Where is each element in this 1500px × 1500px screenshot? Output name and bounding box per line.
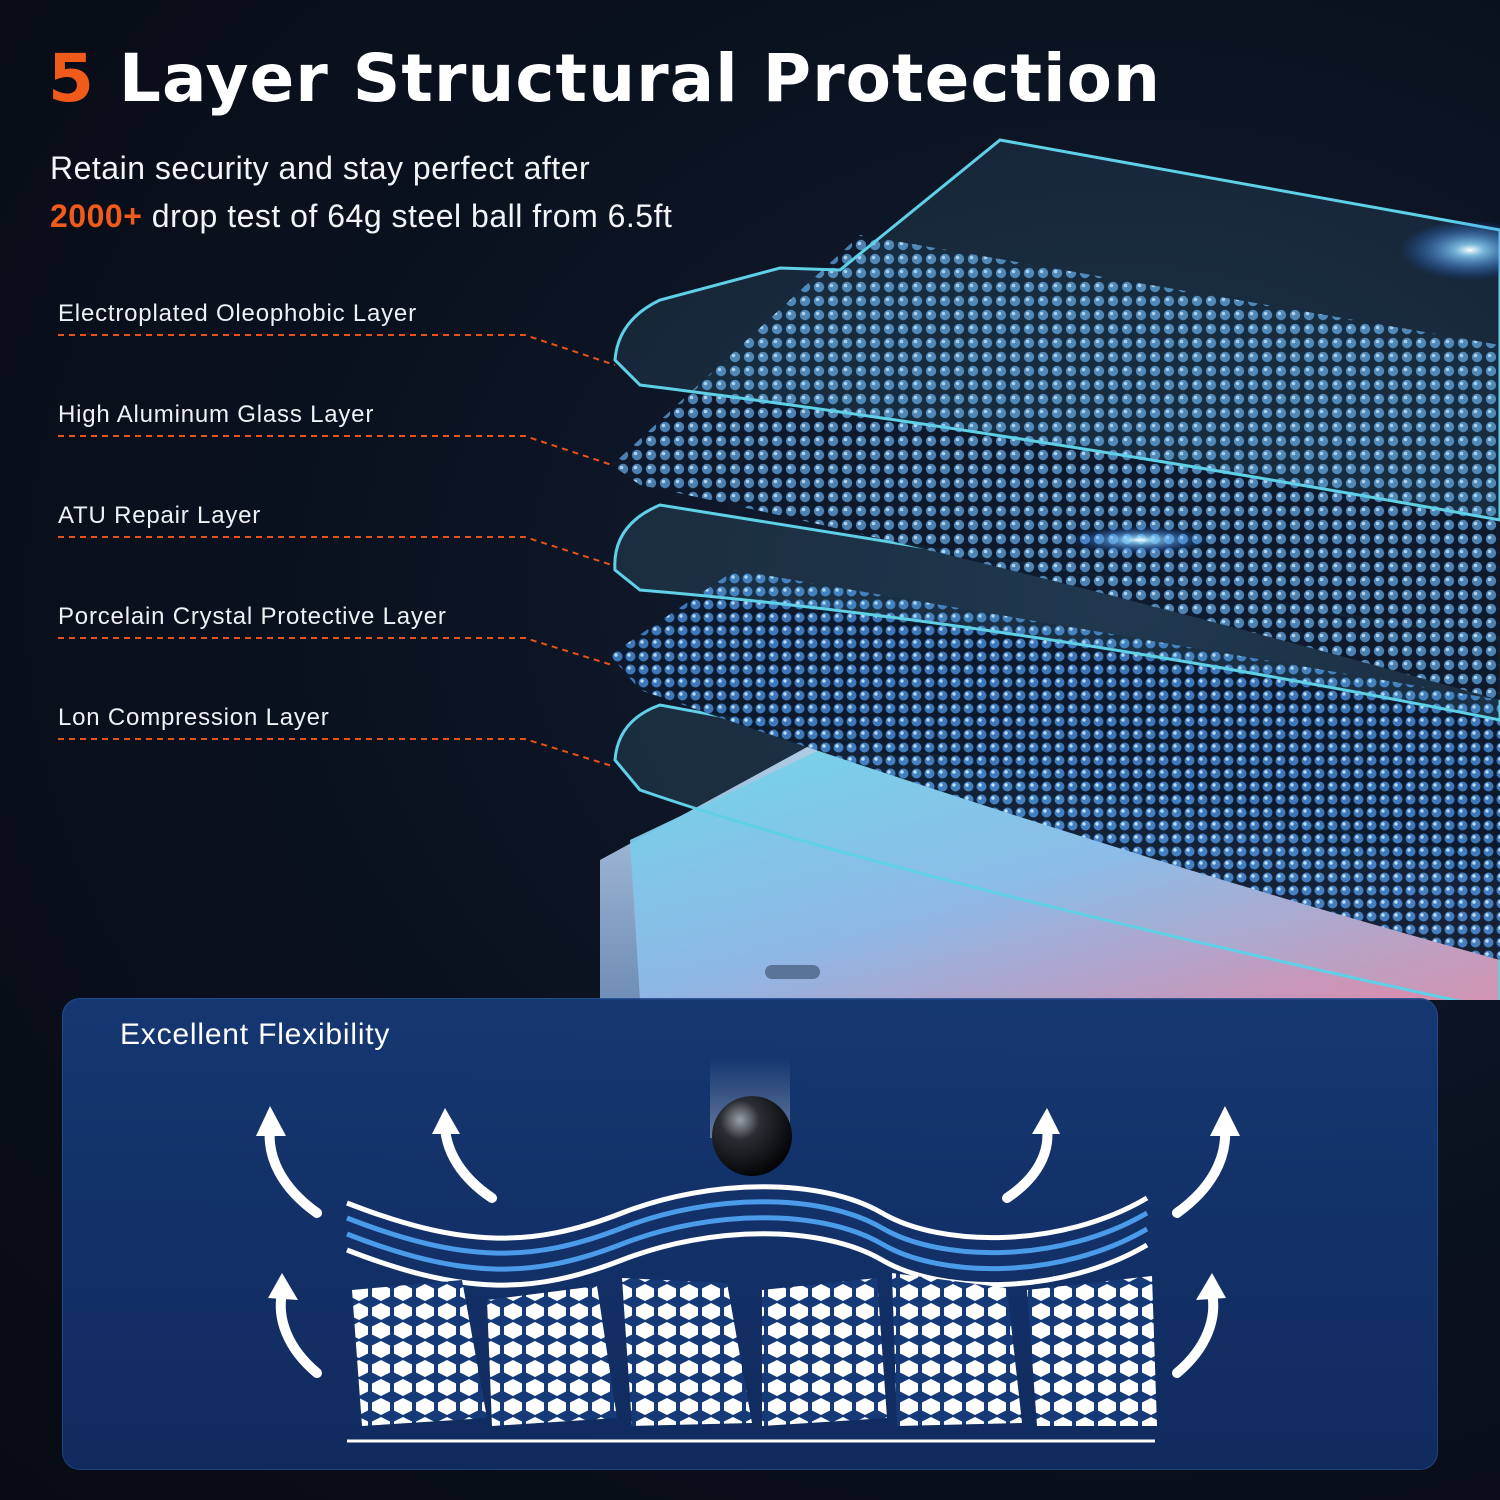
- layer-label-aluminum-glass: High Aluminum Glass Layer: [58, 401, 375, 428]
- panel-title: Excellent Flexibility: [120, 1018, 391, 1051]
- arrow-up-right-small-icon: [1002, 1123, 1053, 1203]
- leader-lines: [58, 334, 616, 767]
- flexibility-panel: Excellent Flexibility: [62, 998, 1438, 1470]
- arrow-up-left-small-icon: [440, 1123, 497, 1203]
- flex-waves: [346, 1184, 1149, 1288]
- subtitle-line-2: 2000+ drop test of 64g steel ball from 6…: [50, 198, 672, 235]
- arrow-left-bottom-icon: [275, 1288, 322, 1378]
- arrow-right-bottom-icon: [1172, 1288, 1219, 1378]
- layer-label-atu-repair: ATU Repair Layer: [58, 502, 262, 529]
- layer-stack-illustration: [58, 138, 1500, 1000]
- hexagon-blocks: [352, 1273, 1157, 1426]
- steel-ball-icon: [712, 1096, 792, 1176]
- layer-label-lon-compression: Lon Compression Layer: [58, 704, 330, 731]
- layer-label-porcelain-crystal: Porcelain Crystal Protective Layer: [58, 603, 447, 630]
- drop-count: 2000+: [50, 198, 143, 234]
- arrow-up-right-icon: [1172, 1123, 1231, 1218]
- page-title: 5 Layer Structural Protection: [48, 46, 1161, 112]
- phone-body: [600, 740, 1500, 1000]
- title-text: Layer Structural Protection: [118, 40, 1161, 117]
- flexibility-illustration: [256, 1058, 1240, 1443]
- arrows: [264, 1123, 1231, 1378]
- subtitle-line-1: Retain security and stay perfect after: [50, 150, 591, 186]
- subtitle-line-2-text: drop test of 64g steel ball from 6.5ft: [151, 198, 673, 234]
- layer-count: 5: [48, 40, 95, 117]
- layer-label-oleophobic: Electroplated Oleophobic Layer: [58, 300, 417, 327]
- arrow-up-left-icon: [264, 1123, 322, 1218]
